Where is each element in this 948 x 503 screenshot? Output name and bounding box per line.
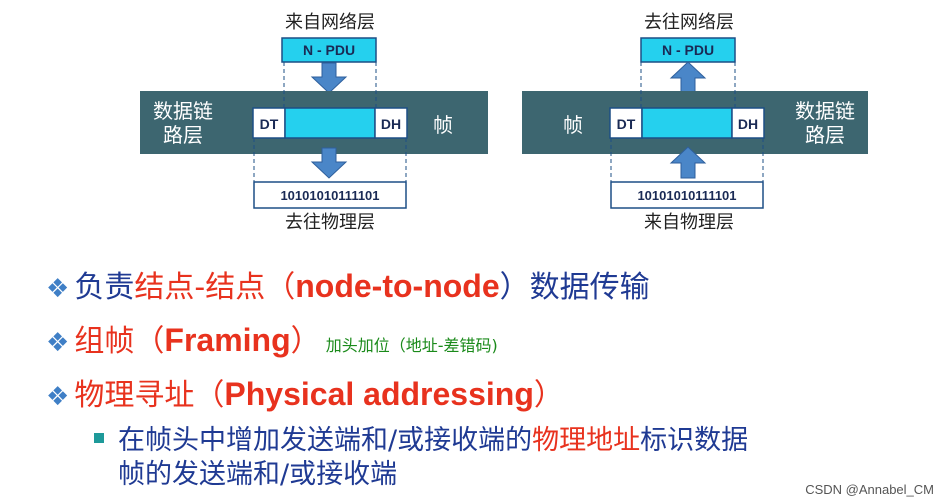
bullet-text: 负责: [74, 270, 135, 305]
bullet-text: 物理寻址（: [74, 378, 225, 413]
right-npdu-box: [640, 37, 736, 63]
left-npdu-label: N - PDU: [303, 42, 355, 58]
right-layer-label-2: 路层: [805, 123, 845, 147]
sub-bullet-highlight: 物理地址: [532, 425, 641, 456]
sub-bullet-line-1: 在帧头中增加发送端和/或接收端的物理地址标识数据: [94, 424, 748, 458]
left-down-arrow-2-icon: [310, 147, 348, 179]
square-bullet-icon: [94, 432, 104, 443]
right-bits-label: 10101010111101: [637, 188, 736, 203]
left-frame-label: 帧: [433, 113, 453, 137]
right-bits-box: [610, 181, 764, 209]
right-frame-label: 帧: [563, 113, 583, 137]
bullet-item-framing: ❖ 组帧（Framing） 加头加位（地址-差错码): [46, 316, 498, 360]
bullet-text-highlight: 结点-结点: [134, 270, 266, 305]
diamond-bullet-icon: ❖: [46, 328, 70, 358]
right-dt-box: [609, 107, 643, 139]
left-dt-label: DT: [260, 116, 279, 132]
right-bottom-label: 来自物理层: [644, 212, 734, 233]
right-up-arrow-2-icon: [669, 146, 707, 179]
bullet-text-english: Physical addressing: [224, 376, 534, 412]
right-layer-label-1: 数据链: [795, 99, 855, 123]
bullet-text: 组帧（: [74, 324, 165, 359]
bullet-text: ）数据传输: [499, 270, 650, 305]
left-panel: 来自网络层 N - PDU 数据链 路层 DT DH 帧 10101010111…: [140, 12, 488, 233]
left-bits-box: [253, 181, 407, 209]
bullet-item-node-to-node: ❖ 负责结点-结点（node-to-node）数据传输: [46, 262, 650, 306]
framing-note: 加头加位（地址-差错码): [325, 336, 498, 355]
right-dh-box: [731, 107, 765, 139]
sub-bullet-text: 在帧头中增加发送端和/或接收端的: [118, 425, 533, 456]
sub-bullet-line-2: 帧的发送端和/或接收端: [118, 459, 398, 490]
left-npdu-box: [281, 37, 377, 63]
watermark: CSDN @Annabel_CM: [805, 482, 934, 497]
bullet-text-english: node-to-node: [295, 268, 500, 304]
right-top-label: 去往网络层: [644, 12, 734, 33]
right-panel: 去往网络层 N - PDU 帧 DT DH 数据链 路层 10101010111…: [522, 12, 868, 233]
bullet-text-english: Framing: [164, 322, 291, 358]
bullet-text: ）: [533, 378, 564, 413]
right-frame-payload: [641, 107, 733, 139]
right-dh-label: DH: [738, 116, 758, 132]
left-layer-label-1: 数据链: [153, 99, 213, 123]
diamond-bullet-icon: ❖: [46, 274, 70, 304]
left-bits-label: 10101010111101: [280, 188, 379, 203]
data-link-diagram: 来自网络层 N - PDU 数据链 路层 DT DH 帧 10101010111…: [140, 12, 868, 233]
diamond-bullet-icon: ❖: [46, 382, 70, 412]
right-npdu-label: N - PDU: [662, 42, 714, 58]
bullet-item-physical-addressing: ❖ 物理寻址（Physical addressing）: [46, 370, 564, 414]
left-dh-box: [374, 107, 408, 139]
bullet-text: ）: [290, 324, 321, 359]
left-bottom-label: 去往物理层: [285, 212, 375, 233]
bullet-text: （: [265, 270, 296, 305]
left-frame-payload: [284, 107, 376, 139]
right-dt-label: DT: [617, 116, 636, 132]
sub-bullet-text: 标识数据: [640, 425, 749, 456]
left-layer-label-2: 路层: [163, 123, 203, 147]
left-dh-label: DH: [381, 116, 401, 132]
right-up-arrow-icon: [669, 61, 707, 94]
left-top-label: 来自网络层: [285, 12, 375, 33]
left-down-arrow-icon: [310, 62, 348, 94]
